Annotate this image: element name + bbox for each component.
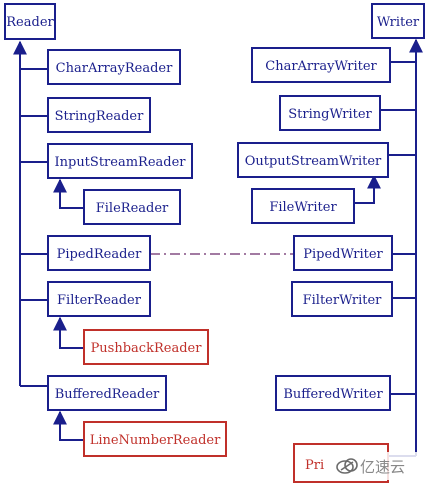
printwriter-partial-label: Pri (305, 458, 324, 473)
bufferedwriter-label: BufferedWriter (283, 387, 383, 402)
reader-root-label: Reader (6, 15, 54, 30)
cloud-logo-icon (336, 458, 358, 474)
chararrayreader-label: CharArrayReader (56, 61, 173, 76)
pushbackreader-label: PushbackReader (91, 341, 203, 356)
pushbackreader-to-filterreader (53, 316, 84, 349)
filereader-node: FileReader (83, 189, 181, 225)
chararraywriter-label: CharArrayWriter (265, 59, 377, 74)
pipedwriter-label: PipedWriter (303, 247, 383, 262)
filewriter-to-outputstreamwriter (354, 174, 381, 204)
chararrayreader-node: CharArrayReader (47, 49, 181, 85)
outputstreamwriter-node: OutputStreamWriter (237, 142, 389, 178)
chararraywriter-node: CharArrayWriter (251, 47, 391, 83)
bufferedreader-label: BufferedReader (55, 387, 160, 402)
stringreader-label: StringReader (55, 109, 144, 124)
inputstreamreader-node: InputStreamReader (47, 143, 193, 179)
filewriter-label: FileWriter (269, 200, 337, 215)
reader-root-node: Reader (4, 3, 56, 40)
filewriter-node: FileWriter (251, 188, 355, 224)
filereader-to-inputstreamreader (53, 178, 84, 209)
stringwriter-label: StringWriter (288, 107, 372, 122)
pipedreader-node: PipedReader (47, 235, 151, 271)
filterreader-label: FilterReader (57, 293, 142, 308)
linenumberreader-label: LineNumberReader (90, 433, 221, 448)
bufferedwriter-node: BufferedWriter (275, 375, 391, 411)
filereader-label: FileReader (96, 201, 169, 216)
writer-root-label: Writer (377, 15, 420, 30)
filterwriter-node: FilterWriter (291, 281, 393, 317)
filterwriter-label: FilterWriter (303, 293, 383, 308)
watermark: 亿速云 (330, 452, 424, 480)
writer-root-node: Writer (371, 3, 425, 39)
linenumberreader-node: LineNumberReader (83, 421, 227, 457)
pipedwriter-node: PipedWriter (293, 235, 393, 271)
filterreader-node: FilterReader (47, 281, 151, 317)
pushbackreader-node: PushbackReader (83, 329, 209, 365)
reader-connectors (13, 40, 84, 441)
linenumberreader-to-bufferedreader (53, 410, 84, 441)
watermark-text: 亿速云 (360, 458, 405, 476)
stringwriter-node: StringWriter (279, 95, 381, 131)
pipedreader-label: PipedReader (57, 247, 142, 262)
bufferedreader-node: BufferedReader (47, 375, 167, 411)
stringreader-node: StringReader (47, 97, 151, 133)
outputstreamwriter-label: OutputStreamWriter (245, 154, 382, 169)
inputstreamreader-label: InputStreamReader (54, 155, 186, 170)
